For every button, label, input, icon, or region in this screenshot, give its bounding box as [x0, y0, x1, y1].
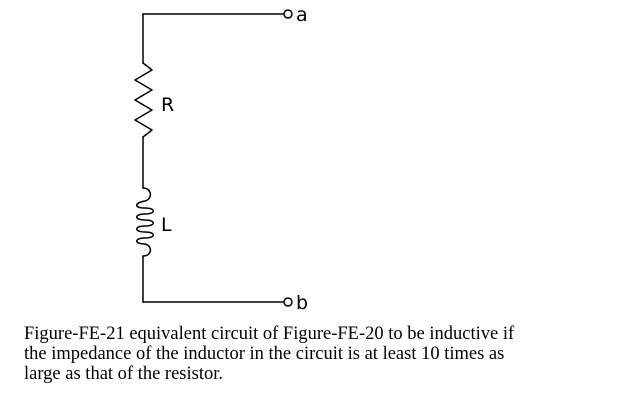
inductor-label: L	[161, 214, 172, 236]
resistor-label: R	[161, 94, 174, 116]
figure-caption: Figure-FE-21 equivalent circuit of Figur…	[24, 324, 604, 384]
caption-line: Figure-FE-21 equivalent circuit of Figur…	[24, 324, 515, 344]
caption-line: large as that of the resistor.	[24, 364, 223, 384]
terminal-a-circle	[283, 9, 293, 19]
inductor-coil	[136, 187, 154, 257]
terminal-a-label: a	[296, 4, 308, 26]
terminal-b-circle	[283, 297, 293, 307]
resistor-zigzag	[134, 62, 153, 138]
caption-line: the impedance of the inductor in the cir…	[24, 344, 505, 364]
circuit-diagram: a b R L	[134, 4, 308, 314]
terminal-b-label: b	[296, 292, 308, 314]
